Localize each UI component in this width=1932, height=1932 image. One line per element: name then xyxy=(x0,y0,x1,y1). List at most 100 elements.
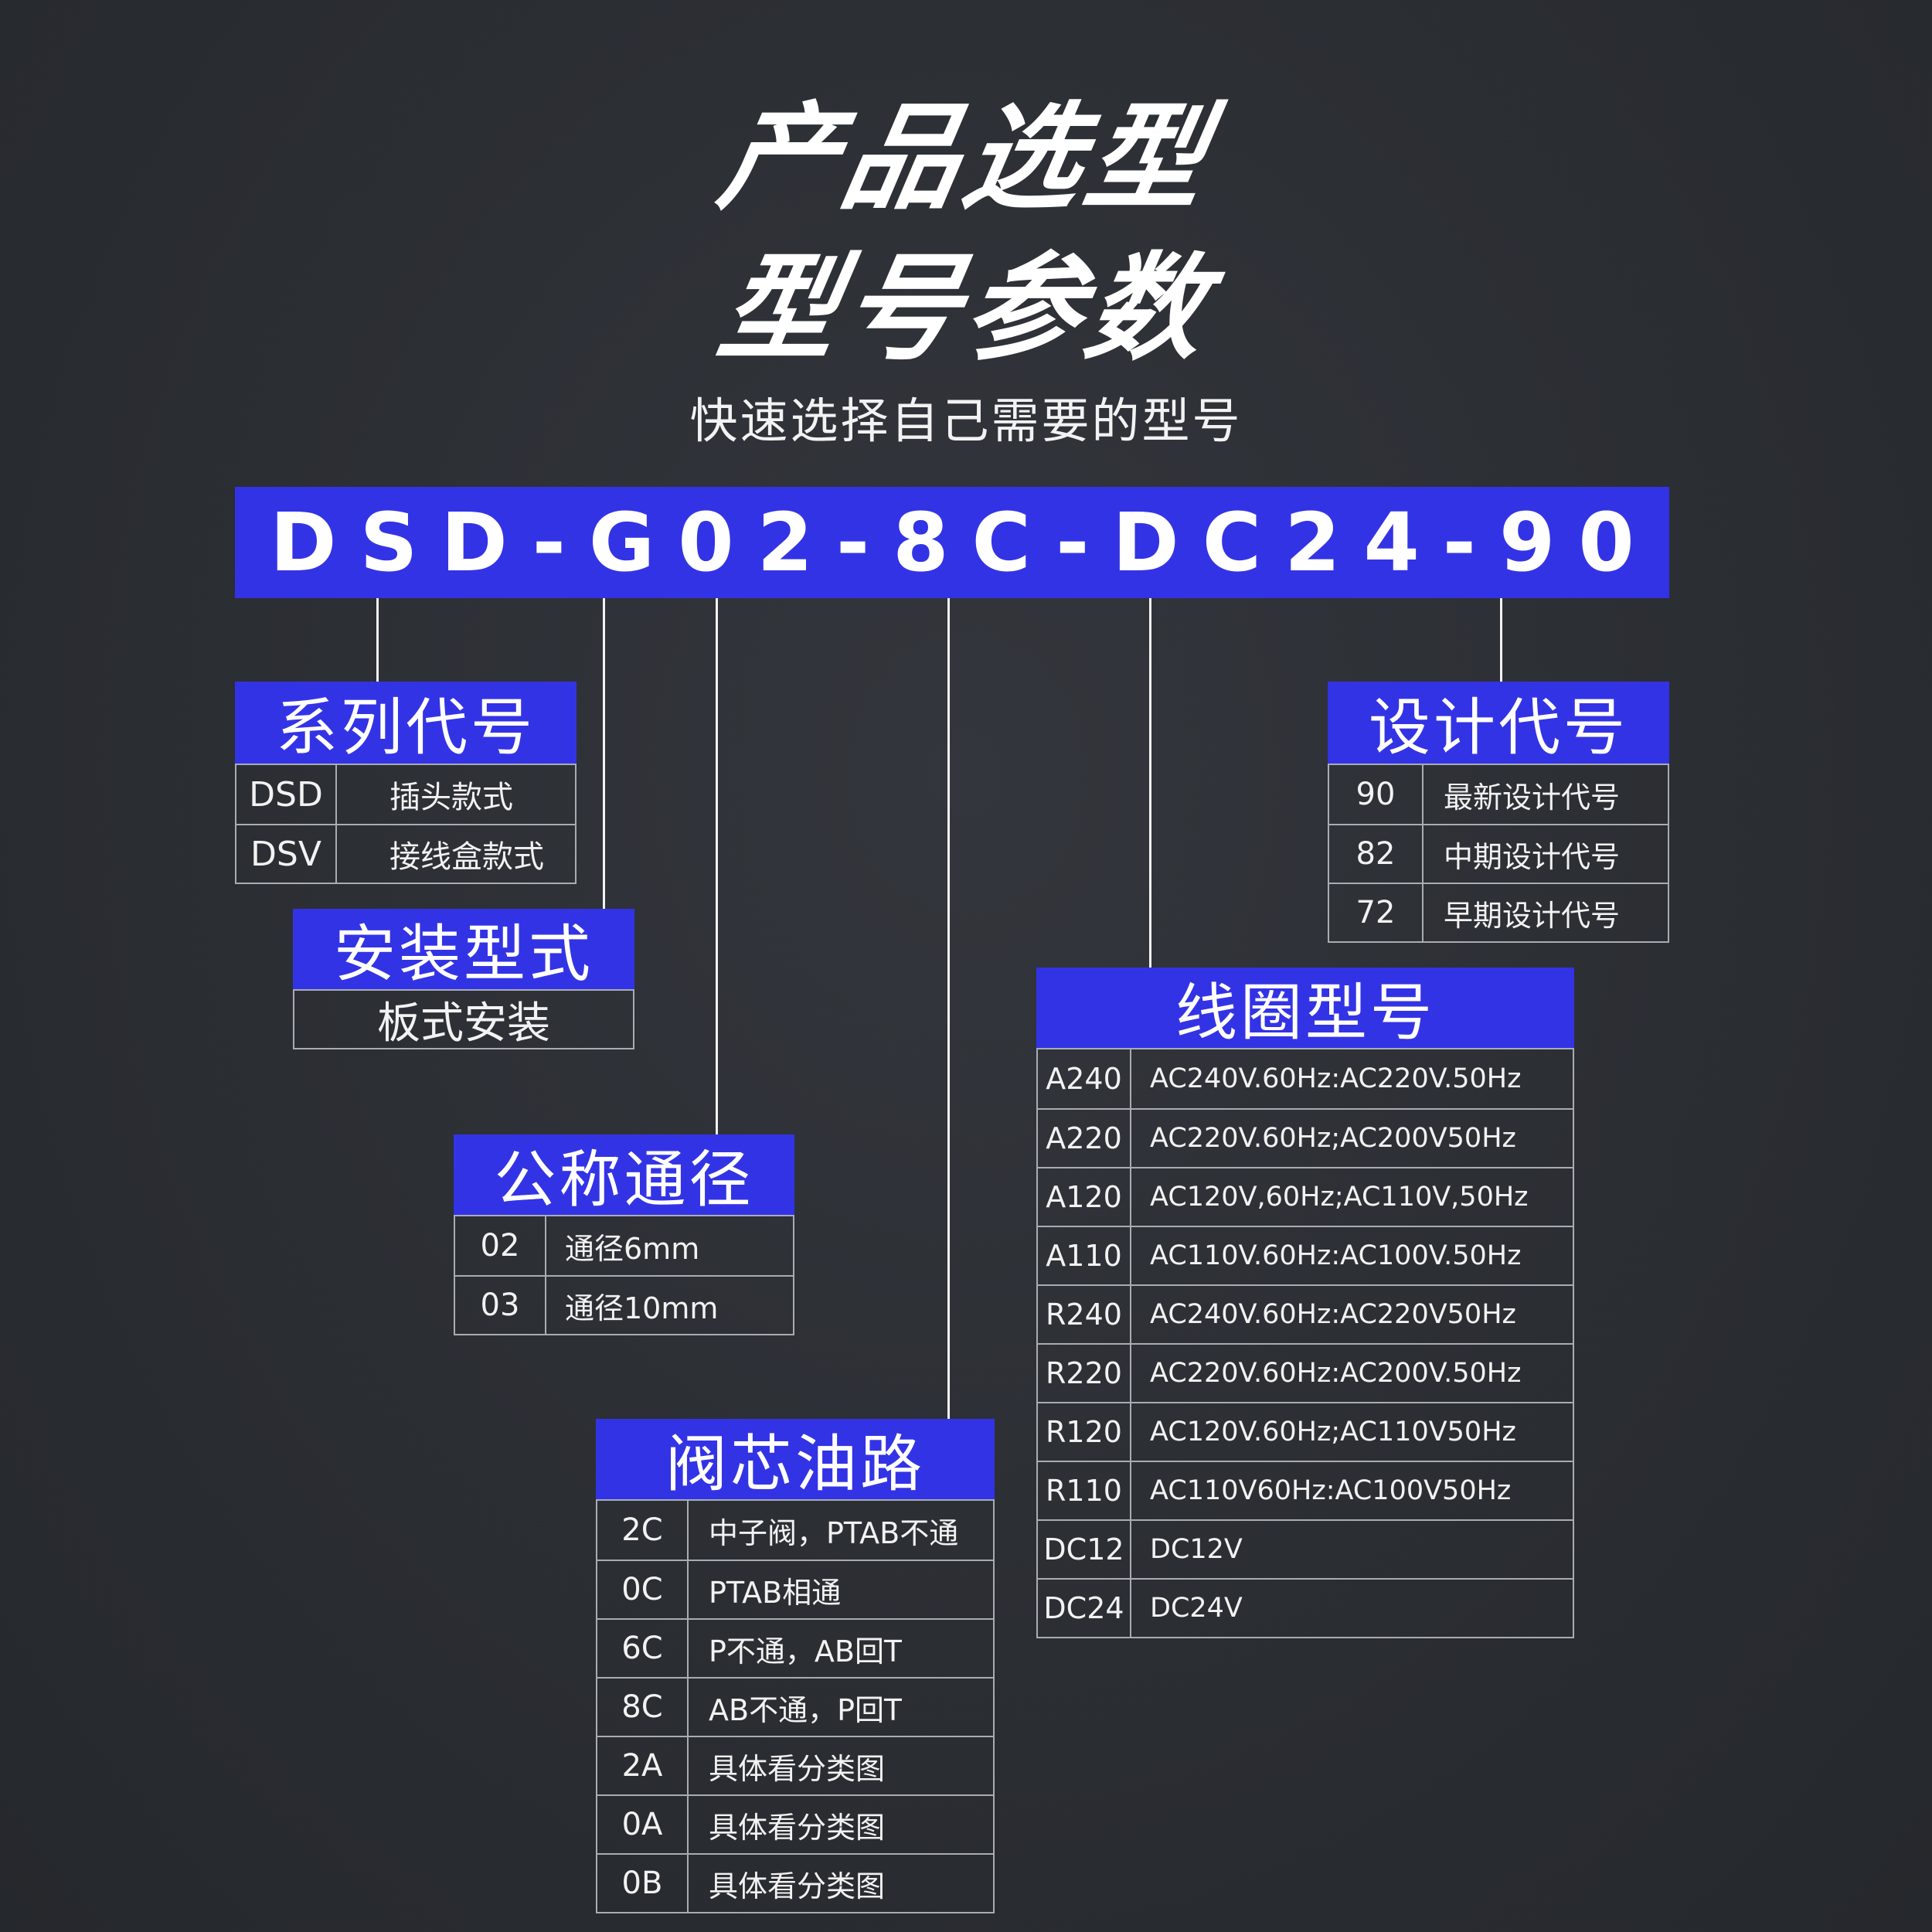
row-desc: AC240V.60Hz:AC220V50Hz xyxy=(1150,1299,1516,1330)
table-row: 8C AB不通，P回T xyxy=(597,1677,993,1736)
row-code: 6C xyxy=(597,1620,689,1677)
row-code: A120 xyxy=(1038,1168,1131,1226)
connector-design xyxy=(1500,598,1502,682)
row-code: 2C xyxy=(597,1501,689,1560)
connector-spool xyxy=(947,598,950,1419)
row-desc: 插头款式 xyxy=(389,780,513,815)
table-row: 03 通径10mm xyxy=(455,1275,793,1334)
series-table: DSD 插头款式 DSV 接线盒款式 xyxy=(235,764,577,884)
row-code: 2A xyxy=(597,1737,689,1794)
table-row: DSV 接线盒款式 xyxy=(236,824,575,883)
row-code: 8C xyxy=(597,1679,689,1736)
connector-coil xyxy=(1149,598,1151,968)
table-row: A110 AC110V.60Hz:AC100V.50Hz xyxy=(1038,1226,1573,1284)
row-desc: AC110V60Hz:AC100V50Hz xyxy=(1150,1475,1512,1506)
table-row: 0B 具体看分类图 xyxy=(597,1853,993,1912)
row-code: 72 xyxy=(1329,884,1423,941)
row-code: A240 xyxy=(1038,1049,1131,1108)
table-row: 6C P不通，AB回T xyxy=(597,1618,993,1677)
row-code: DC12 xyxy=(1038,1521,1131,1578)
spool-section: 阀芯油路 2C 中子阀，PTAB不通 0C PTAB相通 6C P不通，AB回T… xyxy=(596,1419,995,1913)
row-desc: 中期设计代号 xyxy=(1444,839,1621,874)
row-desc: PTAB相通 xyxy=(709,1575,842,1610)
row-desc: 通径6mm xyxy=(565,1231,700,1266)
table-row: A220 AC220V.60Hz;AC200V50Hz xyxy=(1038,1108,1573,1167)
table-row: R120 AC120V.60Hz;AC110V50Hz xyxy=(1038,1402,1573,1461)
nominal-table: 02 通径6mm 03 通径10mm xyxy=(454,1215,794,1335)
connector-nominal xyxy=(716,598,718,1134)
series-section: 系列代号 DSD 插头款式 DSV 接线盒款式 xyxy=(235,682,577,884)
nominal-title: 公称通径 xyxy=(454,1134,794,1216)
row-desc: 早期设计代号 xyxy=(1444,898,1621,933)
table-row: 02 通径6mm xyxy=(455,1216,793,1275)
table-row: DC12 DC12V xyxy=(1038,1519,1573,1578)
row-desc: DC12V xyxy=(1150,1534,1243,1565)
table-row: 90 最新设计代号 xyxy=(1329,765,1668,824)
table-row: A120 AC120V,60Hz;AC110V,50Hz xyxy=(1038,1167,1573,1226)
row-desc: 具体看分类图 xyxy=(709,1869,886,1903)
table-row: 0C PTAB相通 xyxy=(597,1560,993,1618)
mounting-title: 安装型式 xyxy=(293,909,634,990)
row-desc: 最新设计代号 xyxy=(1444,780,1621,815)
design-section: 设计代号 90 最新设计代号 82 中期设计代号 72 早期设计代号 xyxy=(1328,682,1669,943)
design-table: 90 最新设计代号 82 中期设计代号 72 早期设计代号 xyxy=(1328,764,1669,943)
row-code: A220 xyxy=(1038,1110,1131,1167)
row-desc: AC220V.60Hz:AC200V.50Hz xyxy=(1150,1358,1522,1389)
table-row: 2A 具体看分类图 xyxy=(597,1736,993,1794)
row-desc: 具体看分类图 xyxy=(709,1810,886,1845)
row-desc: 接线盒款式 xyxy=(389,839,544,875)
table-row: 72 早期设计代号 xyxy=(1329,883,1668,941)
nominal-section: 公称通径 02 通径6mm 03 通径10mm xyxy=(454,1134,794,1335)
table-row: R220 AC220V.60Hz:AC200V.50Hz xyxy=(1038,1343,1573,1402)
row-code: 0B xyxy=(597,1855,689,1912)
row-code: 0C xyxy=(597,1561,689,1618)
design-title: 设计代号 xyxy=(1328,682,1669,764)
row-code: R120 xyxy=(1038,1403,1131,1461)
table-row: R240 AC240V.60Hz:AC220V50Hz xyxy=(1038,1284,1573,1343)
title-line1: 产品选型 xyxy=(709,91,1223,226)
row-desc: P不通，AB回T xyxy=(709,1634,903,1668)
spool-table: 2C 中子阀，PTAB不通 0C PTAB相通 6C P不通，AB回T 8C A… xyxy=(596,1499,995,1913)
table-row: DSD 插头款式 xyxy=(236,765,575,824)
row-code: 0A xyxy=(597,1796,689,1853)
row-desc: AC120V.60Hz;AC110V50Hz xyxy=(1150,1417,1516,1447)
row-code: R240 xyxy=(1038,1286,1131,1343)
title-line2: 型号参数 xyxy=(709,242,1223,376)
table-row: R110 AC110V60Hz:AC100V50Hz xyxy=(1038,1461,1573,1519)
table-row: 2C 中子阀，PTAB不通 xyxy=(597,1501,993,1560)
row-code: DSD xyxy=(236,765,337,824)
row-code: 03 xyxy=(455,1277,546,1334)
spool-title: 阀芯油路 xyxy=(596,1419,995,1500)
coil-title: 线圈型号 xyxy=(1036,968,1574,1049)
row-code: 90 xyxy=(1329,765,1423,824)
model-code-bar: DSD-G02-8C-DC24-90 xyxy=(235,487,1669,598)
row-desc: AC120V,60Hz;AC110V,50Hz xyxy=(1150,1182,1529,1213)
mounting-value: 板式安装 xyxy=(293,989,634,1049)
model-code: DSD-G02-8C-DC24-90 xyxy=(270,495,1658,590)
mounting-section: 安装型式 板式安装 xyxy=(293,909,634,1049)
row-desc: 具体看分类图 xyxy=(709,1751,886,1786)
table-row: A240 AC240V.60Hz:AC220V.50Hz xyxy=(1038,1049,1573,1108)
coil-section: 线圈型号 A240 AC240V.60Hz:AC220V.50Hz A220 A… xyxy=(1036,968,1574,1638)
subtitle: 快速选择自己需要的型号 xyxy=(689,393,1243,449)
row-desc: 通径10mm xyxy=(565,1291,719,1325)
connector-mounting xyxy=(603,598,605,909)
table-row: 82 中期设计代号 xyxy=(1329,824,1668,883)
row-desc: AC220V.60Hz;AC200V50Hz xyxy=(1150,1123,1516,1154)
row-desc: 中子阀，PTAB不通 xyxy=(709,1515,959,1550)
row-desc: DC24V xyxy=(1150,1593,1243,1624)
row-code: DSV xyxy=(236,825,337,883)
row-desc: AB不通，P回T xyxy=(709,1692,903,1727)
row-code: R220 xyxy=(1038,1345,1131,1402)
connector-series xyxy=(376,598,379,682)
row-desc: AC110V.60Hz:AC100V.50Hz xyxy=(1150,1240,1522,1271)
row-code: 02 xyxy=(455,1216,546,1275)
row-code: DC24 xyxy=(1038,1580,1131,1637)
table-row: DC24 DC24V xyxy=(1038,1578,1573,1637)
series-title: 系列代号 xyxy=(235,682,577,764)
coil-table: A240 AC240V.60Hz:AC220V.50Hz A220 AC220V… xyxy=(1036,1048,1574,1638)
row-code: R110 xyxy=(1038,1462,1131,1519)
row-code: 82 xyxy=(1329,825,1423,883)
table-row: 0A 具体看分类图 xyxy=(597,1794,993,1853)
row-code: A110 xyxy=(1038,1227,1131,1284)
